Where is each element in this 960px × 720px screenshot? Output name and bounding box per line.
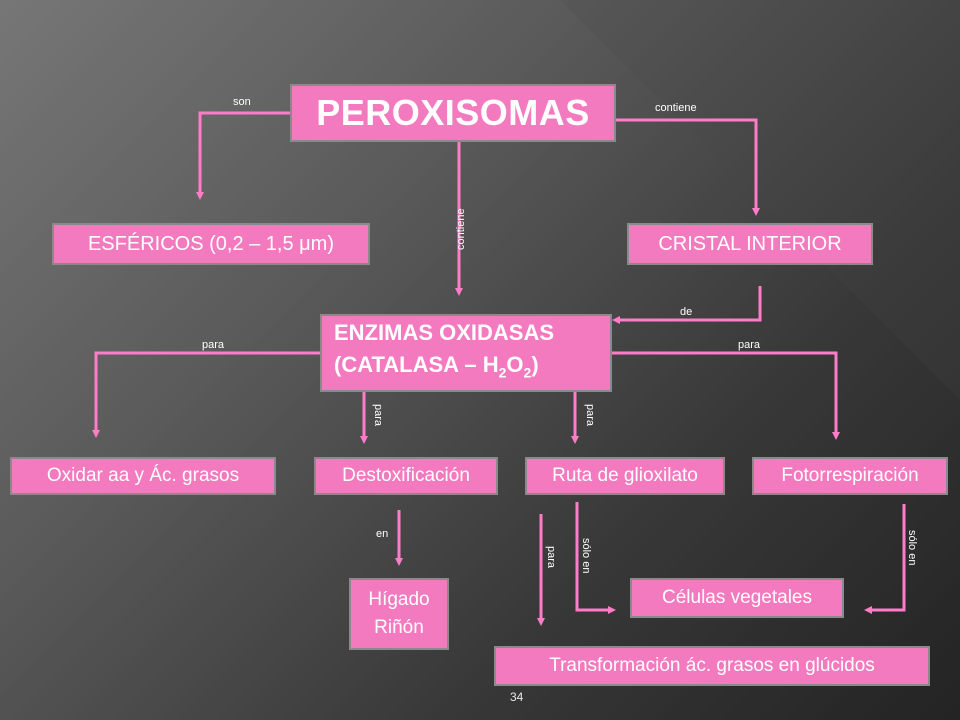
edge-label-para-destox: para: [372, 404, 384, 427]
node-enzimas-line2: (CATALASA – H2O2): [334, 349, 554, 388]
node-cristal-interior: CRISTAL INTERIOR: [627, 223, 873, 265]
edge-de: [612, 286, 762, 324]
edge-label-contiene-right: contiene: [655, 102, 697, 114]
edge-label-para-left: para: [202, 339, 225, 351]
node-celulas-vegetales: Células vegetales: [630, 578, 844, 618]
node-enzimas-sub2: 2: [523, 364, 532, 381]
node-peroxisomas-label: PEROXISOMAS: [316, 92, 590, 133]
node-ruta-glioxilato: Ruta de glioxilato: [525, 457, 725, 495]
edge-label-son: son: [233, 96, 251, 108]
node-rinon-label: Riñón: [374, 617, 424, 638]
node-esfericos: ESFÉRICOS (0,2 – 1,5 μm): [52, 223, 370, 265]
node-ruta-glioxilato-label: Ruta de glioxilato: [552, 465, 698, 486]
edge-para-right: [612, 351, 840, 440]
node-cristal-interior-label: CRISTAL INTERIOR: [658, 232, 842, 255]
edge-label-para-transf: para: [545, 546, 557, 569]
node-peroxisomas: PEROXISOMAS: [290, 84, 616, 142]
node-enzimas-sub1: 2: [498, 364, 507, 381]
node-higado-rinon: Hígado Riñón: [349, 578, 449, 650]
node-oxidar-label: Oxidar aa y Ác. grasos: [46, 465, 240, 486]
edge-label-solo-en-foto: sólo en: [906, 530, 918, 566]
node-enzimas-suffix: ): [531, 352, 539, 378]
node-enzimas-oxidasas: ENZIMAS OXIDASAS (CATALASA – H2O2): [320, 314, 612, 392]
node-fotorrespiracion-label: Fotorrespiración: [781, 465, 919, 486]
edge-label-de: de: [680, 306, 693, 318]
edge-contiene-right: [616, 118, 760, 216]
edge-label-contiene-center: contiene: [455, 208, 467, 250]
node-enzimas-mid: O: [506, 352, 524, 378]
edge-solo-en-foto: [864, 504, 906, 614]
node-esfericos-label: ESFÉRICOS (0,2 – 1,5 μm): [87, 232, 335, 255]
edge-label-para-ruta: para: [584, 404, 596, 427]
node-enzimas-line2-prefix: (CATALASA – H: [334, 352, 499, 378]
node-destoxificacion-label: Destoxificación: [342, 465, 470, 486]
node-transformacion: Transformación ác. grasos en glúcidos: [494, 646, 930, 686]
edge-label-solo-en-ruta: sólo en: [580, 538, 592, 574]
node-enzimas-line1: ENZIMAS OXIDASAS: [334, 320, 555, 346]
page-number: 34: [510, 690, 524, 704]
edge-son: [196, 111, 290, 200]
node-oxidar: Oxidar aa y Ác. grasos: [10, 457, 276, 495]
node-fotorrespiracion: Fotorrespiración: [752, 457, 948, 495]
node-transformacion-label: Transformación ác. grasos en glúcidos: [549, 655, 875, 676]
node-higado-label: Hígado: [368, 589, 430, 610]
edge-solo-en-ruta: [575, 502, 616, 614]
edge-para-left: [92, 351, 320, 438]
edge-label-en: en: [376, 528, 389, 540]
node-celulas-vegetales-label: Células vegetales: [662, 587, 812, 608]
node-destoxificacion: Destoxificación: [314, 457, 498, 495]
edge-label-para-right: para: [738, 339, 761, 351]
